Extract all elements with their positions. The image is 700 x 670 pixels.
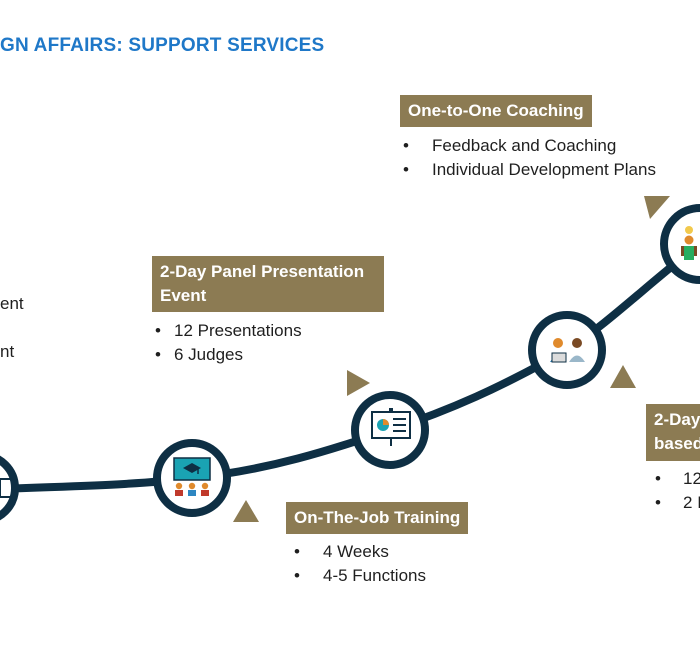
step-bullets-on-the-job-training: •4 Weeks •4-5 Functions <box>294 540 426 588</box>
people-laptop-icon <box>550 338 585 363</box>
node-based <box>528 311 606 389</box>
node-one-to-one-coaching <box>660 204 700 284</box>
step-bullets-based: •12 •2 I <box>655 467 700 515</box>
bullet-item: •4-5 Functions <box>294 566 426 585</box>
bullet-item: •6 Judges <box>155 345 243 364</box>
bullet-item: •12 Presentations <box>155 321 302 340</box>
node-on-the-job-training <box>153 439 231 517</box>
step-label-based: 2-Day based <box>646 404 700 461</box>
bullet-item: •2 I <box>655 493 700 512</box>
step-label-panel-presentation: 2-Day Panel Presentation Event <box>152 256 384 312</box>
step-label-on-the-job-training: On-The-Job Training <box>286 502 469 534</box>
bullet-item: •Feedback and Coaching <box>403 136 617 155</box>
left-fragment: ent <box>0 294 24 313</box>
step-bullets-one-to-one-coaching: •Feedback and Coaching •Individual Devel… <box>403 134 656 182</box>
label-line: Event <box>160 286 207 305</box>
arrow-up-icon <box>610 365 636 388</box>
node-panel-presentation <box>351 391 429 469</box>
arrow-up-icon <box>233 500 259 522</box>
mentor-icon <box>681 226 697 260</box>
presentation-board-icon <box>371 408 411 446</box>
label-line: 2-Day <box>654 410 700 429</box>
arrow-right-icon <box>347 370 370 396</box>
classroom-icon <box>173 457 211 496</box>
bullet-item: •4 Weeks <box>294 542 389 561</box>
step-bullets-panel-presentation: •12 Presentations •6 Judges <box>155 319 302 367</box>
left-fragment: nt <box>0 342 15 361</box>
bullet-item: •Individual Development Plans <box>403 160 656 179</box>
arrow-down-right-icon <box>644 196 670 219</box>
node-start <box>0 455 19 521</box>
label-line: 2-Day Panel Presentation <box>160 262 365 281</box>
step-label-one-to-one-coaching: One-to-One Coaching <box>400 95 592 127</box>
bullet-item: •12 <box>655 469 700 488</box>
page-title: GN AFFAIRS: SUPPORT SERVICES <box>0 35 325 56</box>
label-line: based <box>654 434 700 453</box>
